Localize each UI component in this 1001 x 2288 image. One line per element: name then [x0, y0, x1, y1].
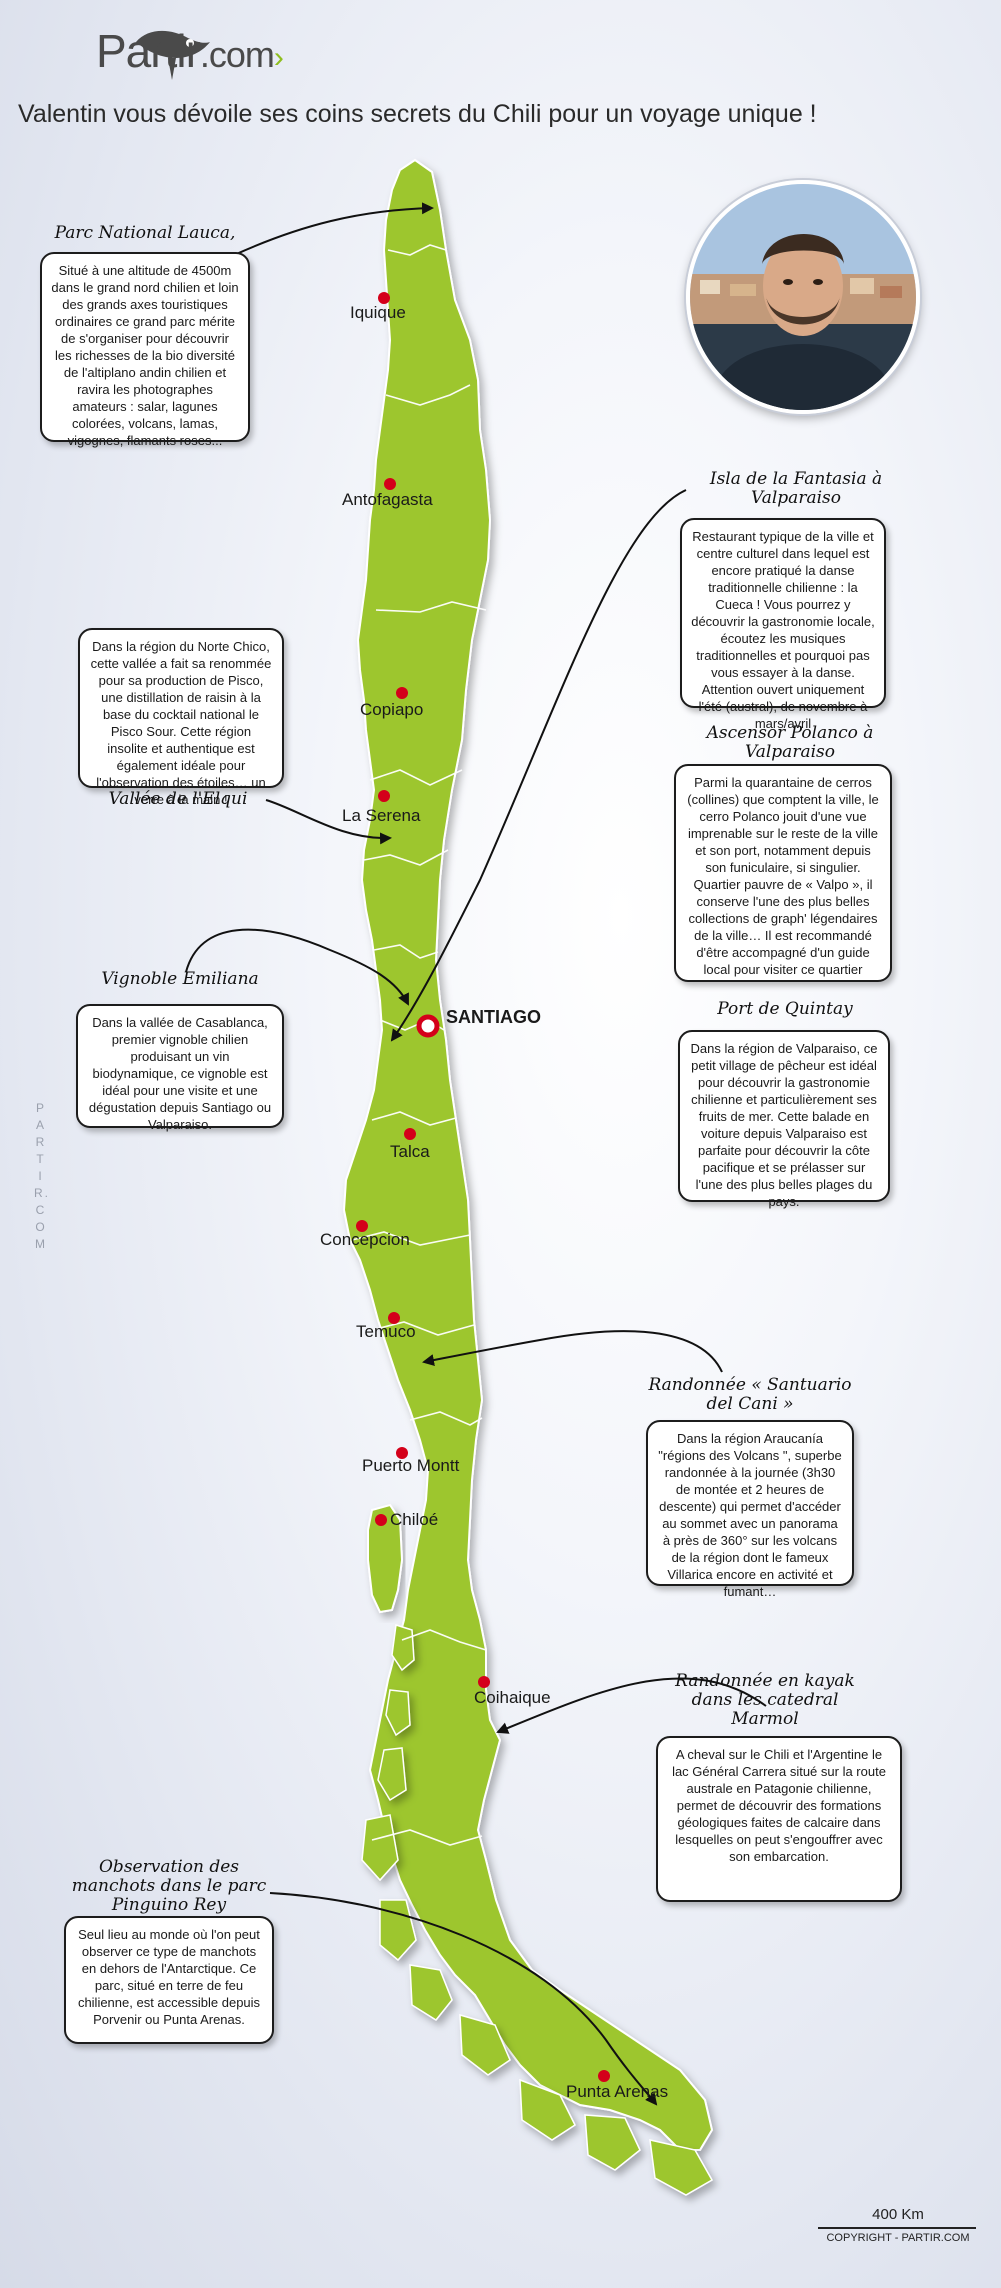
spot-box-polanco: Parmi la quarantaine de cerros (collines… — [674, 764, 892, 982]
marker-puerto-montt — [396, 1447, 408, 1459]
city-label-coihaique: Coihaique — [474, 1688, 551, 1707]
spot-box-quintay: Dans la région de Valparaiso, ce petit v… — [678, 1030, 890, 1209]
chile-mainland — [342, 158, 714, 2151]
city-label-santiago: SANTIAGO — [446, 1007, 542, 1027]
arrow-elqui — [265, 799, 392, 845]
logo-tick-icon: › — [273, 41, 284, 74]
arrow-cani — [422, 1330, 723, 1373]
callout-arrows — [185, 202, 767, 2106]
region-borders — [351, 244, 487, 1846]
sidebar-brand-label: PARTIR.COM — [34, 1101, 50, 1251]
spot-box-fantasia: Restaurant typique de la ville et centre… — [680, 518, 886, 731]
arrow-marmol — [496, 1677, 767, 1734]
spot-box-elqui: Dans la région du Norte Chico, cette val… — [78, 628, 284, 807]
city-label-la-serena: La Serena — [342, 806, 421, 825]
spot-title-marmol: Randonnée en kayak dans les catedral Mar… — [675, 1671, 855, 1729]
arrow-fantasia — [390, 489, 687, 1042]
spot-box-lauca: Situé à une altitude de 4500m dans le gr… — [40, 252, 250, 448]
page-headline: Valentin vous dévoile ses coins secrets … — [18, 100, 817, 128]
marker-santiago — [416, 1014, 440, 1038]
spot-title-lauca: Parc National Lauca, — [54, 223, 236, 243]
marker-temuco — [388, 1312, 400, 1324]
arrow-pinguino — [269, 1892, 658, 2106]
map-scale-bar — [818, 2227, 976, 2229]
spot-box-pinguino: Seul lieu au monde où l'on peut observer… — [64, 1916, 274, 2044]
copyright-notice: COPYRIGHT - PARTIR.COM — [826, 2232, 970, 2244]
spot-title-elqui: Vallée de l'Elqui — [108, 789, 248, 809]
city-label-iquique: Iquique — [350, 303, 406, 322]
spot-box-emiliana: Dans la vallée de Casablanca, premier vi… — [76, 1004, 284, 1132]
marker-iquique — [378, 292, 390, 304]
spot-title-quintay: Port de Quintay — [717, 999, 853, 1019]
marker-punta-arenas — [598, 2070, 610, 2082]
spot-title-polanco: Ascensor Polanco à Valparaiso — [706, 723, 874, 762]
city-label-chiloe: Chiloé — [390, 1510, 439, 1529]
map-scale-label: 400 Km — [872, 2206, 924, 2223]
city-label-punta-arenas: Punta Arenas — [566, 2082, 669, 2101]
marker-copiapo — [396, 687, 408, 699]
chiloe-island — [367, 1503, 404, 1614]
spot-title-fantasia: Isla de la Fantasia à Valparaiso — [709, 469, 883, 508]
marker-talca — [404, 1128, 416, 1140]
arrow-emiliana — [185, 928, 409, 1006]
marker-coihaique — [478, 1676, 490, 1688]
city-label-temuco: Temuco — [356, 1322, 416, 1341]
partir-logo-text[interactable]: Partir.com› — [96, 25, 284, 77]
city-label-puerto-montt: Puerto Montt — [362, 1456, 460, 1475]
spot-title-cani: Randonnée « Santuario del Cani » — [648, 1375, 852, 1414]
marker-antofagasta — [384, 478, 396, 490]
marker-la-serena — [378, 790, 390, 802]
city-label-talca: Talca — [390, 1142, 430, 1161]
spot-box-cani: Dans la région Araucanía "régions des Vo… — [646, 1420, 854, 1599]
city-label-copiapo: Copiapo — [360, 700, 424, 719]
city-markers — [356, 292, 610, 2082]
spot-box-marmol: A cheval sur le Chili et l'Argentine le … — [656, 1736, 902, 1902]
marker-concepcion — [356, 1220, 368, 1232]
city-label-antofagasta: Antofagasta — [342, 490, 433, 509]
marker-chiloe — [375, 1514, 387, 1526]
partir-logo-bird-icon — [136, 30, 210, 80]
southern-islands — [361, 1624, 714, 2196]
valentin-portrait — [686, 180, 920, 414]
city-label-concepcion: Concepcion — [320, 1230, 410, 1249]
spot-title-emiliana: Vignoble Emiliana — [101, 969, 259, 989]
arrow-lauca — [231, 202, 434, 257]
spot-title-pinguino: Observation des manchots dans le parc Pi… — [71, 1857, 267, 1915]
